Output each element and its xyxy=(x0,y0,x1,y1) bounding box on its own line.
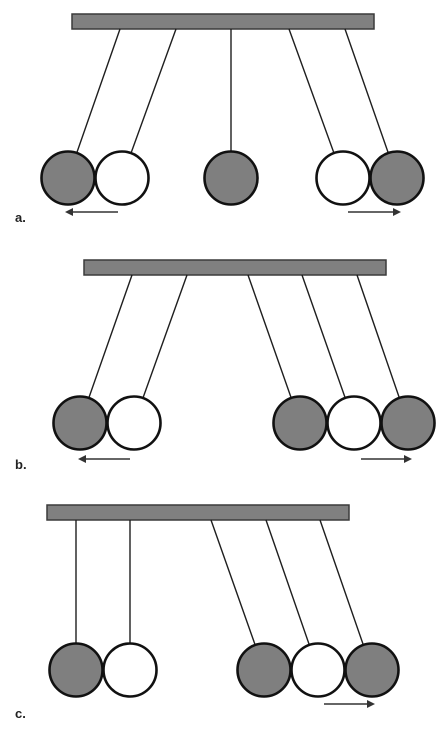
panel-b: b. xyxy=(15,259,436,472)
pendulum-ball xyxy=(315,150,371,206)
pendulum-ball xyxy=(203,150,259,206)
pendulum-ball xyxy=(102,642,158,698)
pendulum-ball xyxy=(52,395,108,451)
panel-label: b. xyxy=(15,457,27,472)
pendulum-ball xyxy=(236,642,292,698)
pendulum-ball xyxy=(48,642,104,698)
pendulum-ball xyxy=(106,395,162,451)
pendulum-ball xyxy=(290,642,346,698)
support-bar xyxy=(83,259,387,276)
pendulum-ball xyxy=(326,395,382,451)
pendulum-ball xyxy=(344,642,400,698)
pendulum-ball xyxy=(272,395,328,451)
support-bar xyxy=(71,13,375,30)
panel-c: c. xyxy=(15,504,400,721)
pendulum-ball xyxy=(40,150,96,206)
pendulum-ball xyxy=(380,395,436,451)
pendulum-ball xyxy=(94,150,150,206)
panel-label: c. xyxy=(15,706,26,721)
support-bar xyxy=(46,504,350,521)
panel-a: a. xyxy=(15,13,425,225)
pendulum-ball xyxy=(369,150,425,206)
panel-label: a. xyxy=(15,210,26,225)
